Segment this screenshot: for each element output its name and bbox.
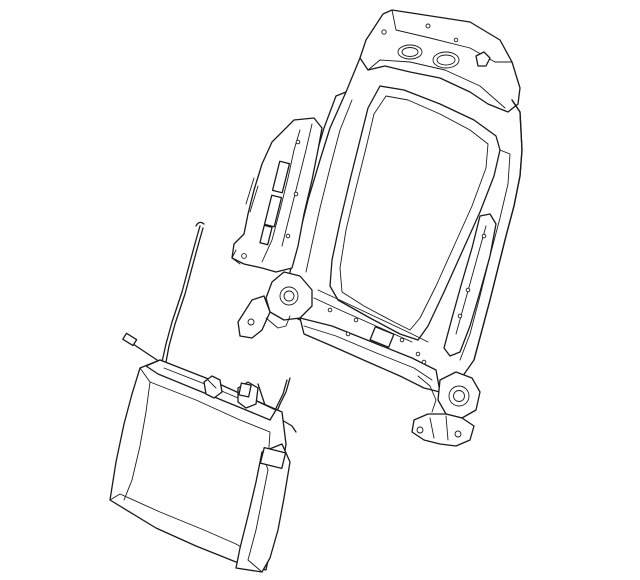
seat-back-frame (231, 9, 523, 447)
lumbar-wire-hook (195, 221, 205, 227)
frame-right-side-member (473, 99, 523, 361)
frame-right-foot (411, 413, 475, 447)
lumbar-wire-rod-left (159, 225, 201, 373)
lumbar-mount-clip (203, 375, 223, 399)
frame-left-bracket (231, 117, 323, 273)
pivot-hole-left (279, 286, 299, 306)
frame-inner-opening (329, 85, 501, 341)
cross-member-tab (369, 326, 395, 348)
lumbar-actuator-housing (235, 443, 291, 573)
pivot-hole-right (448, 385, 470, 407)
bracket-slot (271, 160, 291, 194)
lumbar-actuator-connector (259, 446, 287, 470)
bracket-slot (263, 194, 283, 228)
headrest-hole-right (432, 51, 460, 69)
frame-left-foot (237, 295, 271, 339)
lumbar-wire-end-cap (122, 332, 138, 347)
lumbar-support (109, 221, 297, 573)
header-clip (475, 51, 491, 67)
